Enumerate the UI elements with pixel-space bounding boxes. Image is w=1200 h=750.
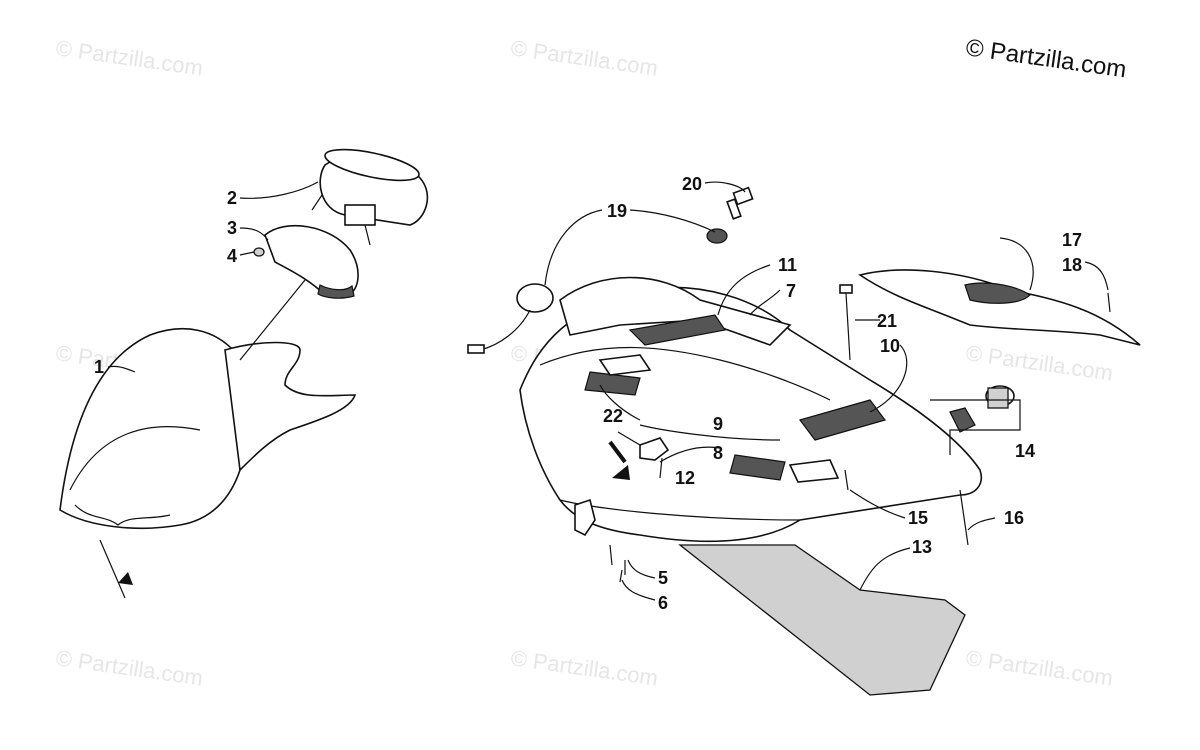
part-18-screw bbox=[1107, 292, 1111, 313]
callout-18: 18 bbox=[1062, 255, 1082, 275]
callout-7: 7 bbox=[786, 281, 796, 301]
callout-11: 11 bbox=[778, 255, 797, 275]
callout-19: 19 bbox=[607, 201, 627, 221]
watermark: © Partzilla.com bbox=[54, 35, 204, 80]
callout-1: 1 bbox=[94, 357, 104, 377]
callout-8: 8 bbox=[713, 443, 723, 463]
part-7-console bbox=[519, 276, 982, 566]
callout-6: 6 bbox=[658, 593, 668, 613]
part-21-bolt bbox=[839, 284, 853, 361]
part-13-foam bbox=[678, 544, 966, 696]
callout-3: 3 bbox=[227, 218, 237, 238]
callout-5: 5 bbox=[658, 568, 668, 588]
callouts: 1 2 3 4 5 6 7 8 9 10 11 12 13 14 15 16 1… bbox=[94, 174, 1082, 613]
watermark: © Partzilla.com bbox=[964, 340, 1114, 385]
part-15-screw bbox=[844, 469, 849, 491]
callout-4: 4 bbox=[227, 246, 237, 266]
callout-9: 9 bbox=[713, 414, 723, 434]
callout-14: 14 bbox=[1015, 441, 1035, 461]
part-1-hood bbox=[59, 327, 357, 530]
part-12-cap bbox=[639, 437, 670, 461]
part-22-spring bbox=[608, 440, 627, 464]
copyright-watermark: © Partzilla.com bbox=[964, 34, 1128, 83]
callout-12: 12 bbox=[675, 468, 695, 488]
part-2-gauge bbox=[311, 148, 429, 246]
part-14-outlet bbox=[949, 385, 1015, 433]
callout-15: 15 bbox=[908, 508, 928, 528]
callout-20: 20 bbox=[682, 174, 702, 194]
watermark: © Partzilla.com bbox=[54, 645, 204, 690]
part-8-vent-2 bbox=[729, 454, 786, 481]
watermark: © Partzilla.com bbox=[964, 645, 1114, 690]
part-8-vent bbox=[584, 371, 641, 396]
part-17-panel bbox=[858, 269, 1141, 346]
part-10-vent bbox=[798, 399, 887, 441]
leader-lines bbox=[107, 181, 1109, 601]
part-3-bracket bbox=[264, 224, 359, 299]
watermark: © Partzilla.com bbox=[509, 645, 659, 690]
part-20-key bbox=[726, 186, 754, 220]
part-6-screw bbox=[619, 569, 623, 583]
callout-17: 17 bbox=[1062, 230, 1082, 250]
part-19-switch bbox=[467, 228, 728, 354]
part-16-screw bbox=[959, 489, 969, 546]
callout-21: 21 bbox=[877, 311, 897, 331]
part-4-grommet bbox=[253, 247, 265, 257]
callout-13: 13 bbox=[912, 537, 932, 557]
callout-22: 22 bbox=[603, 406, 623, 426]
callout-2: 2 bbox=[227, 188, 237, 208]
watermark: © Partzilla.com bbox=[509, 35, 659, 80]
part-11-vent bbox=[628, 314, 727, 346]
callout-10: 10 bbox=[880, 336, 900, 356]
callout-16: 16 bbox=[1004, 508, 1024, 528]
